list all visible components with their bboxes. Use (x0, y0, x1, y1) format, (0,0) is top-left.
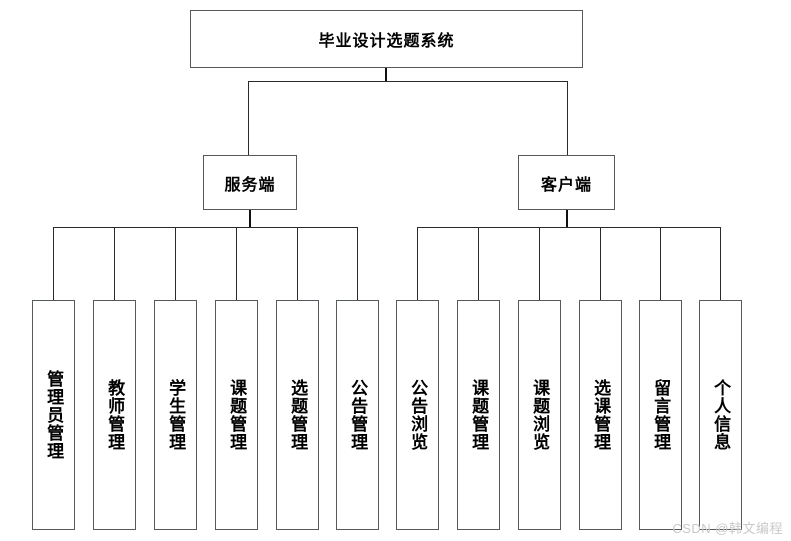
branch-node-client-label: 客户端 (540, 176, 592, 194)
leaf-node-label: 选题管理 (288, 379, 308, 451)
connector-leaf-drop (114, 227, 115, 300)
connector-leaf-drop (600, 227, 601, 300)
leaf-node-message-management[interactable]: 留言管理 (639, 300, 682, 530)
leaf-node-student-management[interactable]: 学生管理 (154, 300, 197, 530)
connector-leaf-drop (720, 227, 721, 300)
branch-node-client[interactable]: 客户端 (518, 155, 615, 210)
leaf-node-personal-info[interactable]: 个人信息 (699, 300, 742, 530)
connector-server-stem (249, 210, 251, 227)
connector-leaf-drop (236, 227, 237, 300)
connector-leaf-drop (357, 227, 358, 300)
connector-leaf-drop (53, 227, 54, 300)
leaf-node-label: 个人信息 (711, 379, 731, 451)
leaf-node-label: 课题管理 (227, 379, 247, 451)
leaf-node-label: 选课管理 (591, 379, 611, 451)
leaf-node-topic-browse[interactable]: 课题浏览 (518, 300, 561, 530)
root-node[interactable]: 毕业设计选题系统 (190, 10, 583, 68)
leaf-node-teacher-management[interactable]: 教师管理 (93, 300, 136, 530)
connector-to-server (248, 81, 249, 155)
leaf-node-client-topic-management[interactable]: 课题管理 (457, 300, 500, 530)
leaf-node-label: 公告管理 (348, 379, 368, 451)
connector-root-stem (385, 68, 387, 81)
leaf-node-selection-management[interactable]: 选题管理 (276, 300, 319, 530)
connector-leaf-drop (539, 227, 540, 300)
leaf-node-label: 学生管理 (166, 379, 186, 451)
connector-leaf-drop (660, 227, 661, 300)
leaf-node-announcement-management[interactable]: 公告管理 (336, 300, 379, 530)
connector-client-stem (566, 210, 568, 227)
watermark: CSDN @韩文编程 (672, 521, 783, 536)
branch-node-server[interactable]: 服务端 (203, 155, 297, 210)
connector-server-bus (53, 227, 358, 228)
leaf-node-label: 教师管理 (105, 379, 125, 451)
connector-level1-bus (248, 81, 568, 82)
branch-node-server-label: 服务端 (224, 176, 276, 194)
leaf-node-admin-management[interactable]: 管理员管理 (32, 300, 75, 530)
root-node-label: 毕业设计选题系统 (318, 33, 455, 50)
leaf-node-label: 课题浏览 (530, 379, 550, 451)
connector-to-client (567, 81, 568, 155)
connector-leaf-drop (417, 227, 418, 300)
leaf-node-topic-management[interactable]: 课题管理 (215, 300, 258, 530)
connector-client-bus (417, 227, 721, 228)
leaf-node-label: 管理员管理 (44, 370, 64, 460)
leaf-node-label: 课题管理 (469, 379, 489, 451)
connector-leaf-drop (297, 227, 298, 300)
leaf-node-announcement-browse[interactable]: 公告浏览 (396, 300, 439, 530)
connector-leaf-drop (175, 227, 176, 300)
leaf-node-course-selection-management[interactable]: 选课管理 (579, 300, 622, 530)
connector-leaf-drop (478, 227, 479, 300)
leaf-node-label: 公告浏览 (408, 379, 428, 451)
leaf-node-label: 留言管理 (651, 379, 671, 451)
